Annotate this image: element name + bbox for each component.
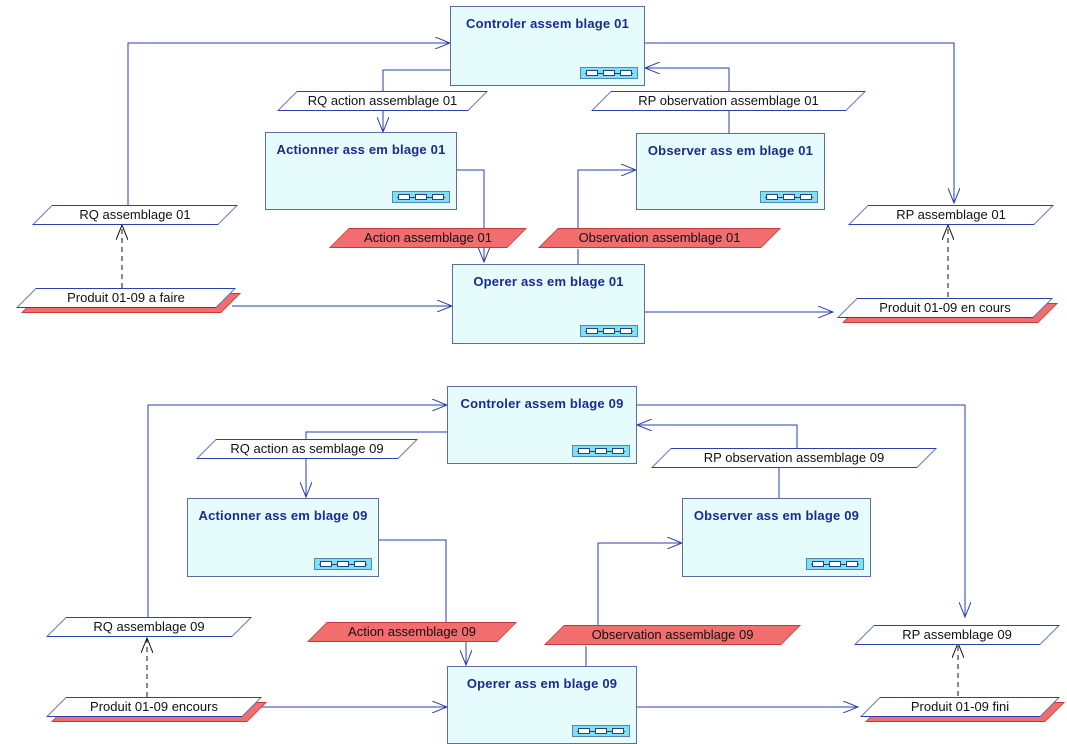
- connector-actionner-to-action-09: [379, 539, 447, 622]
- process-title: Operer ass em blage 01: [473, 274, 624, 289]
- flow-produit-out-09[interactable]: Produit 01-09 fini: [860, 697, 1065, 722]
- process-title: Actionner ass em blage 01: [276, 142, 446, 157]
- process-actionner-09[interactable]: Actionner ass em blage 09: [187, 498, 379, 577]
- chain-icon: [580, 325, 638, 337]
- flow-action-01[interactable]: Action assemblage 01: [329, 228, 527, 248]
- process-observer-09[interactable]: Observer ass em blage 09: [682, 498, 871, 577]
- process-observer-01[interactable]: Observer ass em blage 01: [636, 133, 825, 210]
- connector-rq-to-controler-01: [127, 43, 450, 206]
- flow-rp-assemblage-09[interactable]: RP assemblage 09: [854, 625, 1060, 645]
- process-title: Operer ass em blage 09: [466, 676, 618, 691]
- process-title: Controler assem blage 01: [465, 16, 630, 31]
- connector-actionner-to-action-01: [457, 169, 485, 228]
- flow-observation-09[interactable]: Observation assemblage 09: [544, 625, 801, 645]
- process-title: Actionner ass em blage 09: [198, 508, 368, 523]
- process-operer-09[interactable]: Operer ass em blage 09: [447, 666, 637, 744]
- chain-icon: [760, 191, 818, 203]
- flow-rq-action-01[interactable]: RQ action assemblage 01: [277, 91, 488, 111]
- process-title: Observer ass em blage 01: [647, 143, 814, 158]
- chain-icon: [314, 558, 372, 570]
- process-title: Observer ass em blage 09: [693, 508, 860, 523]
- connector-controler-to-rp-09: [637, 404, 965, 617]
- connector-rq-to-controler-09: [147, 405, 447, 617]
- process-operer-01[interactable]: Operer ass em blage 01: [452, 264, 645, 344]
- flow-rp-observation-01[interactable]: RP observation assemblage 01: [591, 91, 866, 111]
- flow-produit-out-01[interactable]: Produit 01-09 en cours: [837, 298, 1058, 323]
- flow-produit-in-01[interactable]: Produit 01-09 a faire: [16, 288, 241, 313]
- chain-icon: [580, 67, 638, 79]
- connector-observation-to-observer-09: [597, 543, 682, 625]
- flow-action-09[interactable]: Action assemblage 09: [307, 622, 517, 642]
- flow-rq-assemblage-01[interactable]: RQ assemblage 01: [32, 205, 238, 225]
- flow-rp-assemblage-01[interactable]: RP assemblage 01: [848, 205, 1054, 225]
- flow-observation-01[interactable]: Observation assemblage 01: [538, 228, 781, 248]
- flow-rq-action-09[interactable]: RQ action as semblage 09: [196, 439, 418, 459]
- process-controler-09[interactable]: Controler assem blage 09: [447, 386, 637, 464]
- process-actionner-01[interactable]: Actionner ass em blage 01: [265, 132, 457, 210]
- flow-rq-assemblage-09[interactable]: RQ assemblage 09: [46, 617, 252, 637]
- flow-produit-in-09[interactable]: Produit 01-09 encours: [46, 697, 267, 722]
- process-controler-01[interactable]: Controler assem blage 01: [450, 6, 645, 86]
- connector-observation-to-observer-01: [577, 170, 636, 228]
- flow-rp-observation-09[interactable]: RP observation assemblage 09: [651, 448, 937, 468]
- process-title: Controler assem blage 09: [460, 396, 624, 411]
- connector-controler-to-rp-01: [645, 42, 954, 203]
- connector-controler-to-rq-action-01: [382, 69, 450, 92]
- connector-rp-observation-to-controler-01: [645, 68, 730, 92]
- chain-icon: [572, 445, 630, 457]
- chain-icon: [572, 725, 630, 737]
- chain-icon: [806, 558, 864, 570]
- chain-icon: [392, 191, 450, 203]
- connector-controler-to-rq-action-09: [305, 431, 447, 440]
- connector-rp-observation-to-controler-09: [637, 425, 798, 448]
